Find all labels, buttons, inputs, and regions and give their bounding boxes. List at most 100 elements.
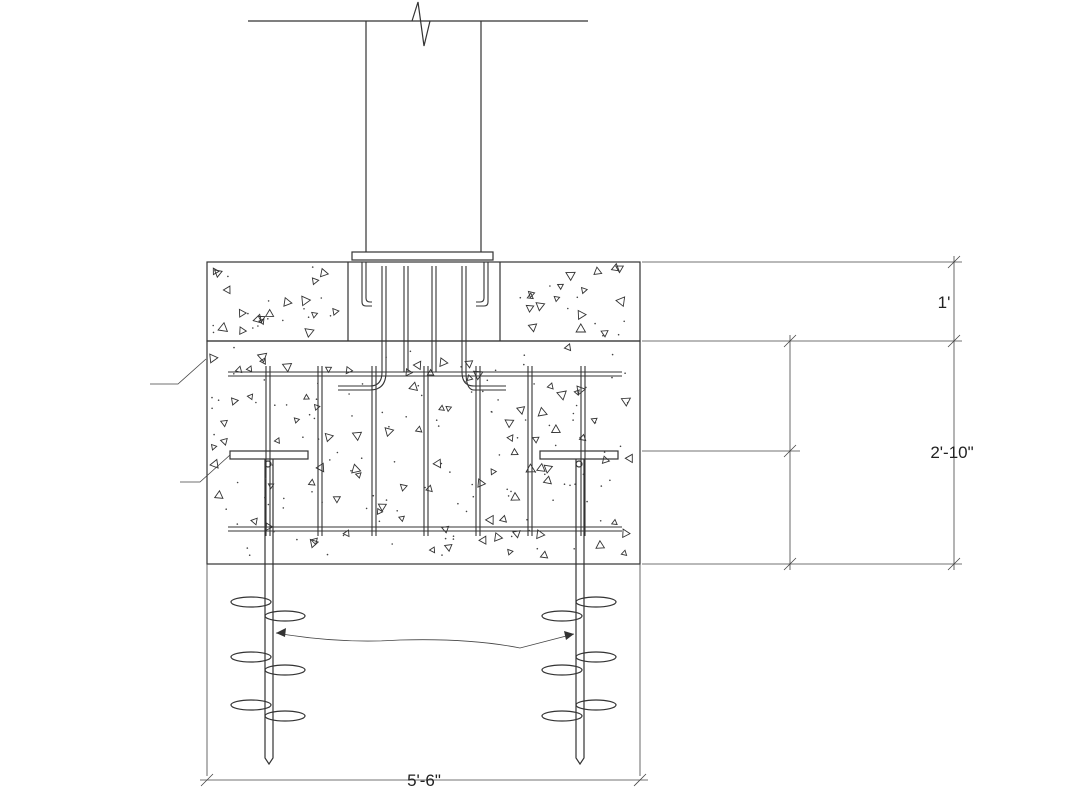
aggregate-dot xyxy=(303,308,305,310)
aggregate-dot xyxy=(528,529,531,532)
aggregate-dot xyxy=(263,379,266,381)
aggregate-dot xyxy=(609,479,611,482)
aggregate-dot xyxy=(385,499,388,501)
aggregate-dot xyxy=(236,481,239,484)
aggregate-dot xyxy=(285,404,288,406)
aggregate-dot xyxy=(576,296,579,299)
aggregate-mark xyxy=(575,323,587,333)
aggregate-dot xyxy=(465,510,468,513)
aggregate-mark xyxy=(506,434,514,443)
helix-plate xyxy=(264,710,306,722)
aggregate-mark xyxy=(443,543,453,553)
aggregate-mark xyxy=(303,393,310,400)
aggregate-mark xyxy=(345,365,354,375)
aggregate-dot xyxy=(246,547,249,549)
aggregate-mark xyxy=(246,393,254,401)
aggregate-mark xyxy=(620,397,632,407)
base-plate xyxy=(351,251,494,261)
aggregate-mark xyxy=(283,296,293,307)
aggregate-dot xyxy=(351,415,353,417)
aggregate-dot xyxy=(624,372,626,375)
aggregate-dot xyxy=(498,454,501,456)
aggregate-dot xyxy=(211,396,213,399)
aggregate-dot xyxy=(506,488,509,491)
aggregate-mark xyxy=(546,382,554,390)
aggregate-dot xyxy=(255,401,257,404)
aggregate-dot xyxy=(409,350,412,353)
aggregate-mark xyxy=(494,531,504,542)
aggregate-dot xyxy=(361,383,364,385)
aggregate-mark xyxy=(573,389,580,396)
aggregate-dot xyxy=(452,535,455,537)
aggregate-mark xyxy=(219,419,229,428)
helical-piles xyxy=(230,459,617,766)
aggregate-dot xyxy=(282,507,285,509)
aggregate-dot xyxy=(452,538,455,540)
aggregate-mark xyxy=(590,417,598,425)
aggregate-dot xyxy=(321,501,323,504)
column xyxy=(248,1,588,252)
helix-plate xyxy=(541,710,583,722)
aggregate-dot xyxy=(567,307,569,310)
aggregate-mark xyxy=(397,515,405,523)
helix-plate xyxy=(575,651,617,663)
aggregate-dot xyxy=(271,464,274,466)
aggregate-dot xyxy=(342,534,345,537)
aggregate-mark xyxy=(259,357,266,365)
aggregate-mark xyxy=(610,262,620,272)
aggregate-mark xyxy=(535,302,546,312)
aggregate-mark xyxy=(498,514,508,523)
aggregate-dot xyxy=(507,495,510,497)
aggregate-mark xyxy=(408,381,419,392)
aggregate-mark xyxy=(428,546,436,554)
aggregate-dot xyxy=(599,520,602,522)
aggregate-mark xyxy=(219,437,228,446)
aggregate-dot xyxy=(311,266,314,268)
aggregate-mark xyxy=(238,308,248,318)
aggregate-mark xyxy=(399,483,408,492)
aggregate-dot xyxy=(449,471,451,473)
aggregate-dot xyxy=(471,483,474,486)
aggregate-mark xyxy=(310,537,318,546)
rebar-mats xyxy=(228,371,622,532)
aggregate-mark xyxy=(615,296,626,308)
aggregate-dot xyxy=(617,333,620,336)
dim-footing-depth: 2'-10" xyxy=(930,443,973,462)
aggregate-dot xyxy=(523,363,525,366)
aggregate-mark xyxy=(264,308,275,317)
aggregate-mark xyxy=(620,549,628,557)
aggregate-mark xyxy=(405,367,414,377)
aggregate-mark xyxy=(464,360,474,369)
aggregate-dot xyxy=(482,390,484,393)
aggregate-mark xyxy=(342,529,350,538)
aggregate-mark xyxy=(556,283,565,291)
helix-plate xyxy=(230,651,272,663)
aggregate-dot xyxy=(405,416,408,418)
aggregate-dot xyxy=(317,382,319,385)
aggregate-mark xyxy=(332,307,340,316)
aggregate-mark xyxy=(490,468,498,476)
aggregate-dot xyxy=(602,334,604,337)
aggregate-dot xyxy=(313,417,316,420)
aggregate-mark xyxy=(472,370,484,381)
aggregate-dot xyxy=(572,412,575,415)
dimension-lines xyxy=(200,255,962,787)
aggregate-mark xyxy=(265,522,274,532)
aggregate-dot xyxy=(494,369,497,372)
aggregate-dot xyxy=(549,285,551,287)
aggregate-dot xyxy=(575,404,578,407)
aggregate-mark xyxy=(234,365,243,374)
aggregate-dot xyxy=(393,461,396,463)
aggregate-dot xyxy=(315,398,318,401)
aggregate-mark xyxy=(222,285,231,295)
aggregate-mark xyxy=(209,353,219,364)
aggregate-dot xyxy=(573,548,575,550)
aggregate-dot xyxy=(526,518,528,521)
aggregate-dot xyxy=(510,535,513,538)
aggregate-mark xyxy=(556,390,567,401)
aggregate-mark xyxy=(445,405,453,413)
aggregate-dot xyxy=(491,411,493,413)
aggregate-mark xyxy=(217,321,229,332)
aggregate-dot xyxy=(548,424,551,427)
aggregate-mark xyxy=(439,357,449,368)
